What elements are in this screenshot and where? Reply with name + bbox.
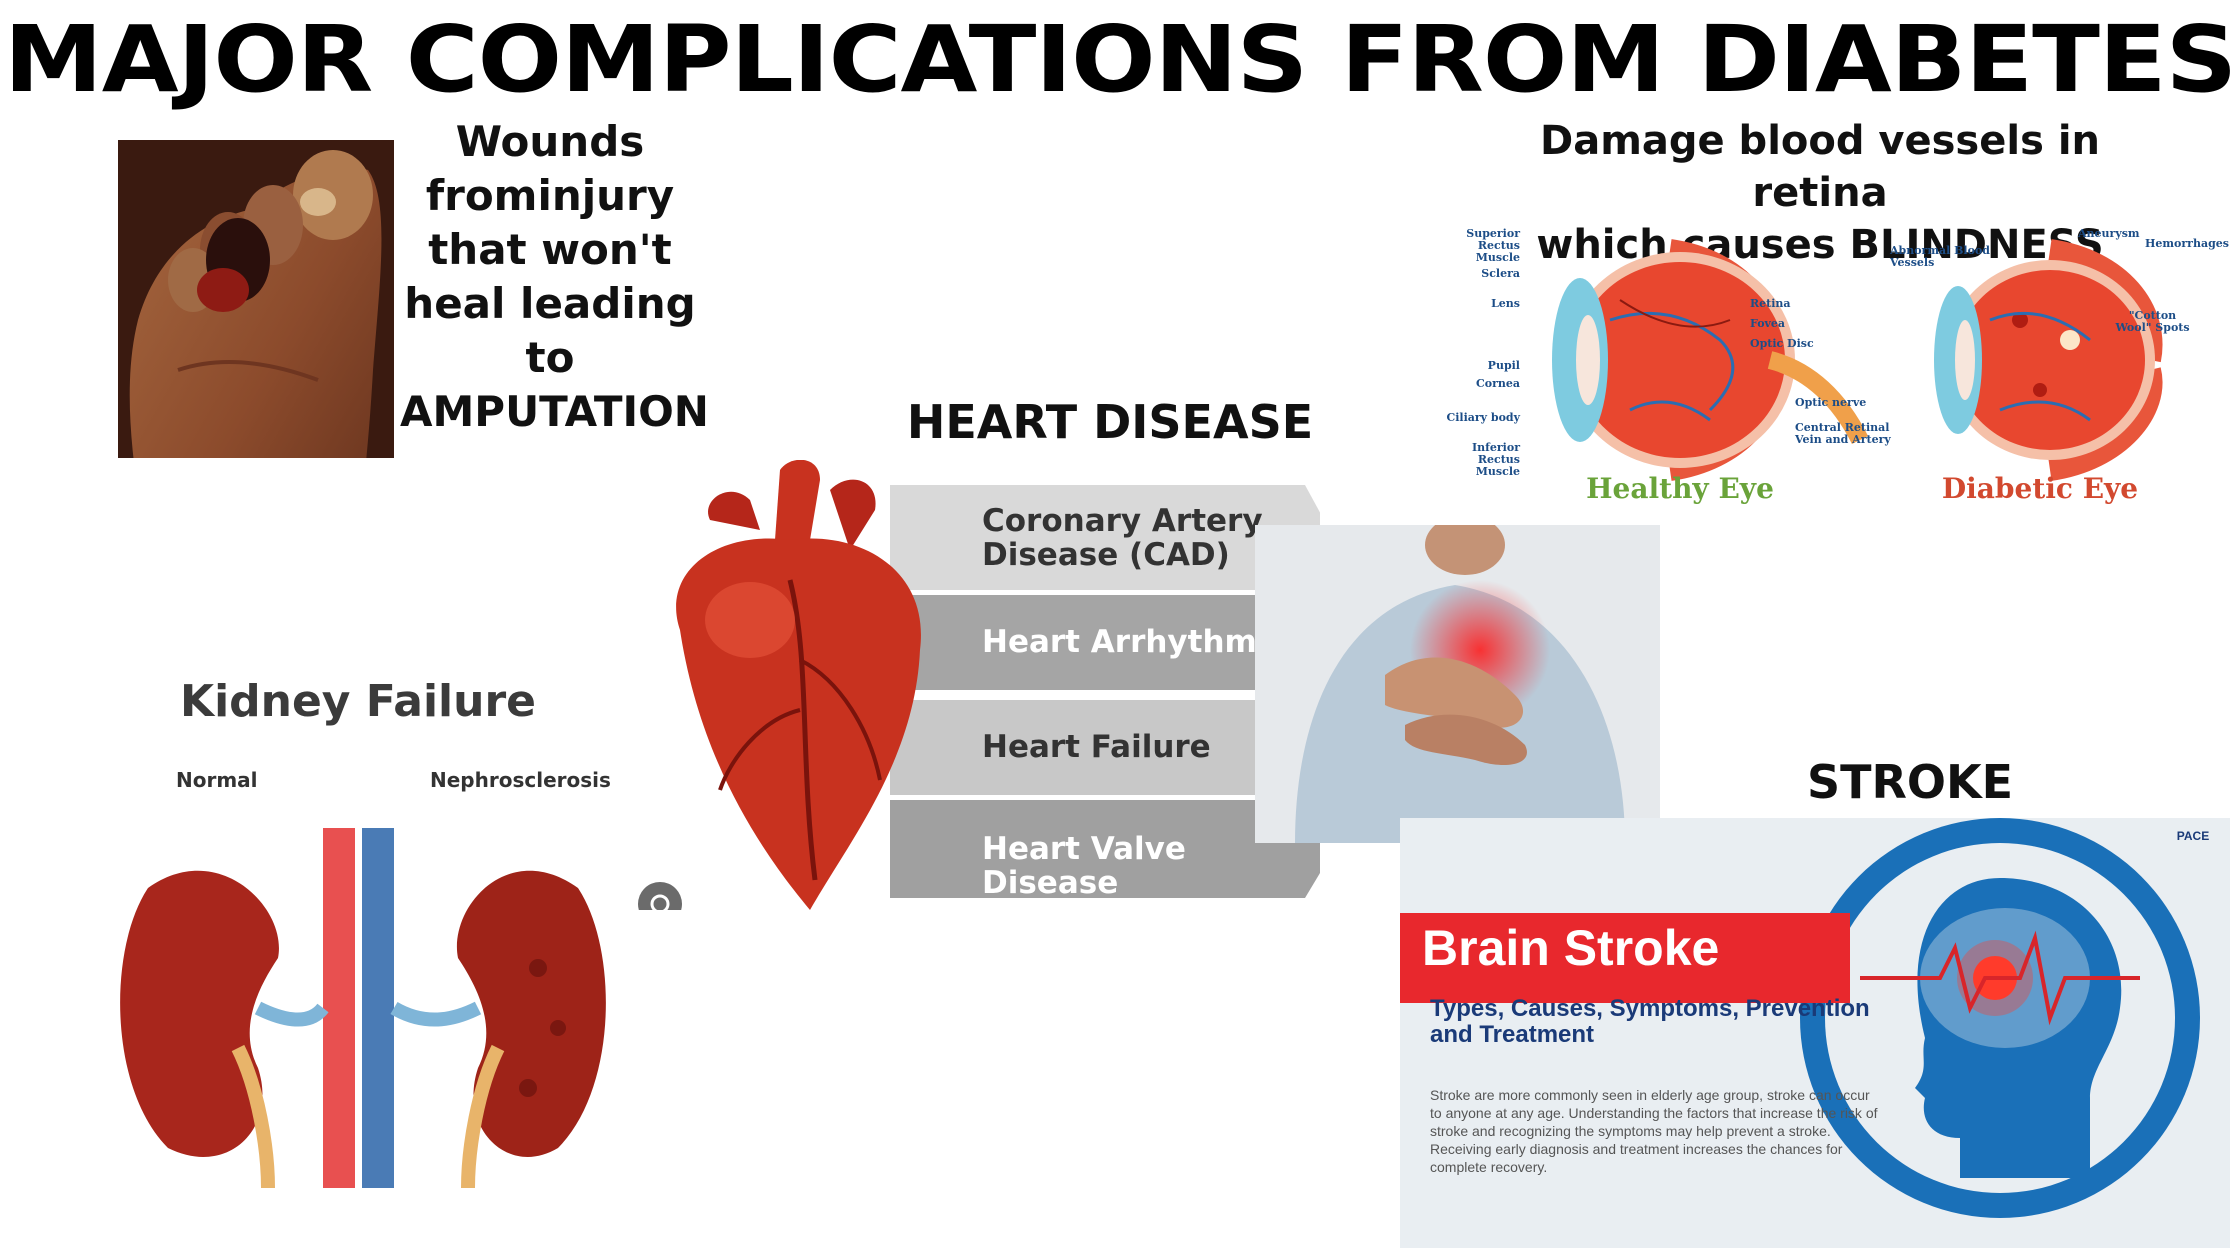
vein [362,828,394,1188]
amputation-line: heal leading [404,279,696,328]
retina-caption-line1: Damage blood vessels in retina [1540,118,2100,216]
lens-icon[interactable] [636,880,684,910]
diabetic-eye-drawing [1934,239,2163,481]
label-abnormal-vessels: Abnormal Blood Vessels [1890,244,1990,269]
retina-caption-line2: which causes BLINDNESS [1536,222,2104,268]
eye-illustration [1552,239,2163,481]
heart-item-arrhythmias: Heart Arrhythmias [982,624,1307,660]
label-hemorrhages: Hemorrhages [2145,237,2229,250]
label-cornea: Cornea [1475,377,1520,390]
amputation-line: Wounds [455,117,645,166]
heart-illustration [676,460,1320,910]
label-ciliary-body: Ciliary body [1446,411,1520,424]
page-title: MAJOR COMPLICATIONS FROM DIABETES [3,6,2237,113]
amputation-line: to [525,333,575,382]
diabetic-eye-label: Diabetic Eye [1941,472,2139,505]
brain-stroke-illustration [1800,818,2200,1218]
amputation-line: that won't [428,225,672,274]
heart-item-cad: Coronary Artery Disease (CAD) [982,503,1263,573]
label-optic-disc: Optic Disc [1750,337,1814,350]
kidney-nephrosclerosis-label: Nephrosclerosis [430,768,611,792]
kidney-normal [120,870,279,1157]
retina-caption: Damage blood vessels in retina which cau… [1470,115,2170,271]
kidney-illustration [120,828,606,1188]
kidney-failure-panel: Kidney Failure Normal Nephrosclerosis [108,458,630,1188]
kidney-failure-title: Kidney Failure [179,676,537,727]
label-lens: Lens [1491,297,1520,310]
heart-disease-panel: Coronary Artery Disease (CAD) Heart Arrh… [640,460,1320,910]
kidney-nephrosclerosis [456,870,606,1157]
label-cotton-wool: "Cotton Wool" Spots [2115,309,2190,334]
pace-logo: PACE [2176,829,2210,843]
foot-illustration [118,140,394,610]
foot-wound-image [118,140,394,610]
heart-disease-title: HEART DISEASE [906,395,1314,449]
chest-pain-illustration [1255,525,1660,843]
label-central-retinal: Central Retinal Vein and Artery [1795,421,1891,446]
label-aneurysm: Aneurysm [2078,227,2140,240]
heart-drawing [676,460,921,910]
label-pupil: Pupil [1487,359,1520,372]
brain-stroke-panel: Brain Stroke Types, Causes, Symptoms, Pr… [1400,818,2230,1248]
brain-stroke-heading: Brain Stroke [1422,920,1720,976]
label-optic-nerve: Optic nerve [1795,396,1867,409]
arrow-band-2 [890,595,1320,690]
amputation-caption: Wounds frominjury that won't heal leadin… [400,115,709,439]
label-sclera: Sclera [1481,267,1520,280]
label-inferior-rectus: Inferior Rectus Muscle [1472,441,1520,478]
heart-item-failure: Heart Failure [982,729,1211,765]
healthy-eye-drawing [1552,239,1869,481]
label-retina: Retina [1750,297,1791,310]
chest-pain-photo [1255,525,1660,843]
artery [323,828,355,1188]
stroke-title: STROKE [1806,755,2014,809]
brain-stroke-subtitle: Types, Causes, Symptoms, Prevention and … [1430,995,1870,1048]
label-fovea: Fovea [1750,317,1786,330]
eye-diagram: Superior Rectus Muscle Sclera Lens Pupil… [1410,220,2229,520]
heart-item-valve: Heart Valve Disease [982,831,1186,901]
brain-stroke-body: Stroke are more commonly seen in elderly… [1430,1087,1878,1175]
amputation-line: AMPUTATION [400,387,709,436]
brain-stroke-banner [1400,913,1850,1003]
arrow-band-3 [890,700,1320,795]
kidney-normal-label: Normal [176,768,258,792]
amputation-line: frominjury [425,171,675,220]
arrow-band-1 [890,485,1320,590]
arrow-band-4 [890,800,1320,898]
healthy-eye-label: Healthy Eye [1586,472,1774,505]
label-superior-rectus: Superior Rectus Muscle [1466,227,1520,264]
